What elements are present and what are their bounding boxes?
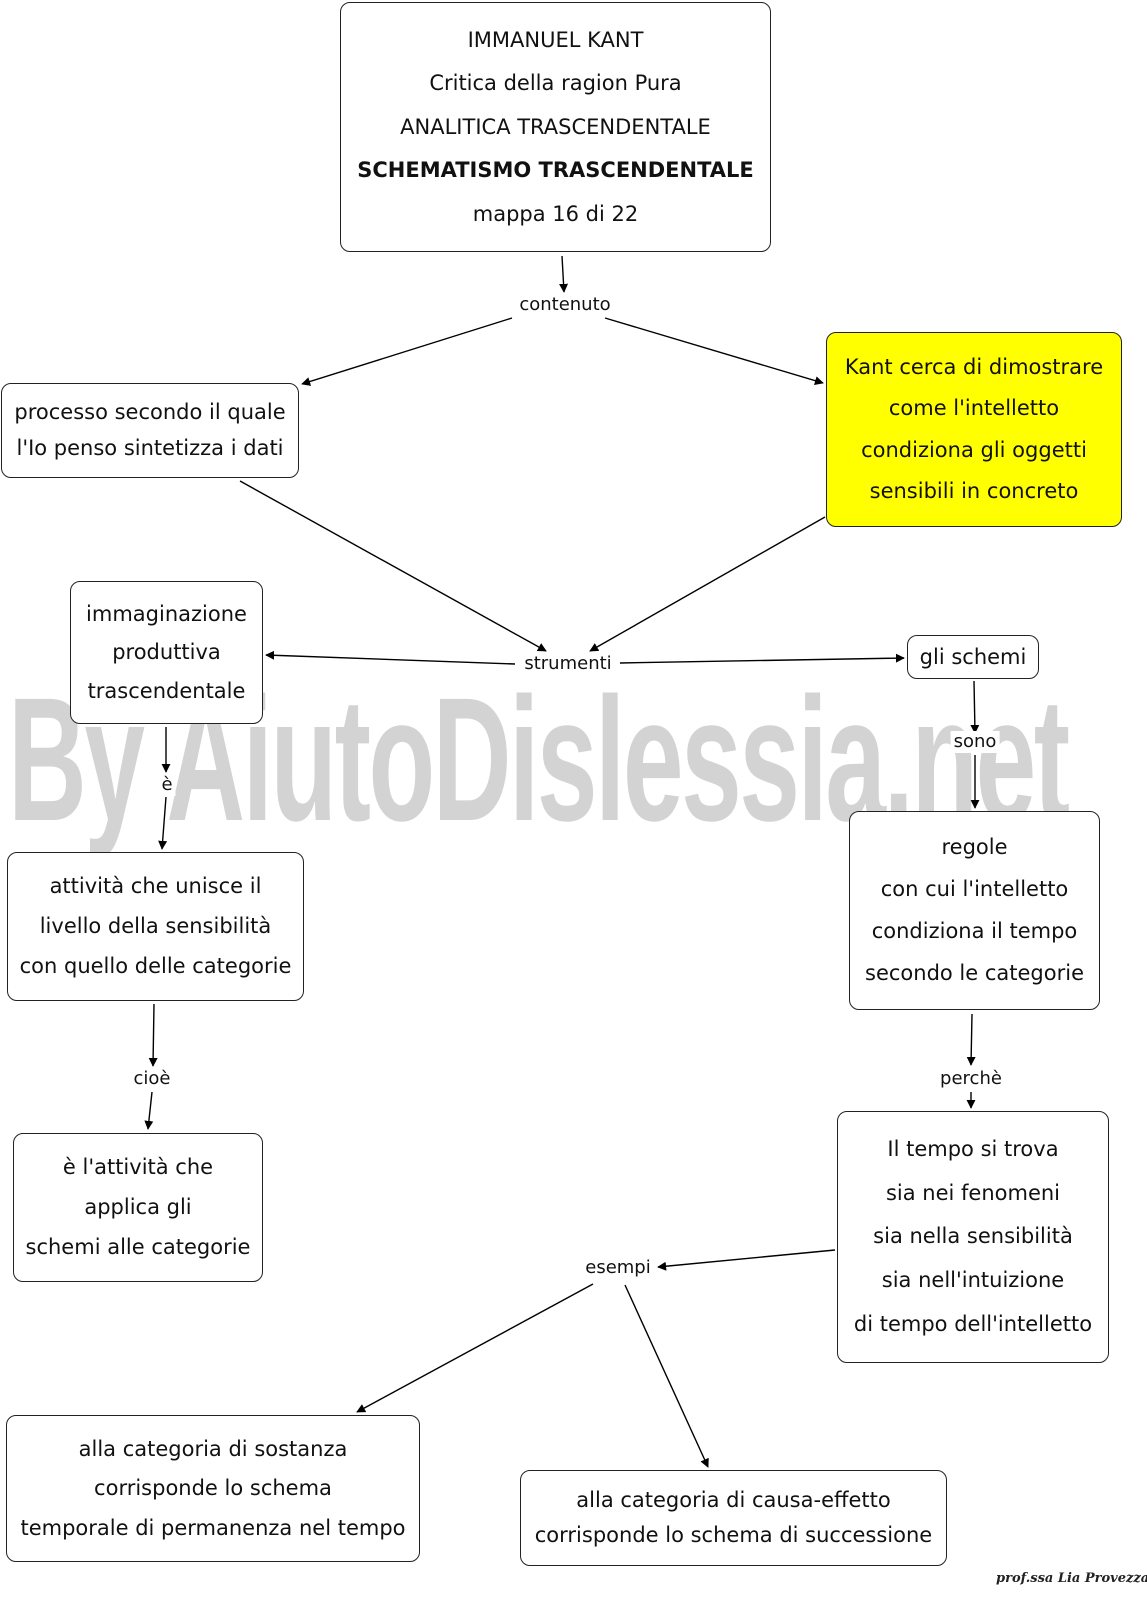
node-line: alla categoria di sostanza xyxy=(78,1436,348,1461)
author-signature: prof.ssa Lia Provezza xyxy=(996,1571,1147,1586)
node-line: sensibili in concreto xyxy=(869,478,1079,503)
node-line: corrisponde lo schema xyxy=(94,1476,332,1500)
node-line: livello della sensibilità xyxy=(39,914,272,938)
kant-node[interactable]: Kant cerca di dimostrare come l'intellet… xyxy=(826,332,1122,527)
title-line: Critica della ragion Pura xyxy=(429,71,682,95)
edge-contenuto-kant xyxy=(604,317,824,385)
node-line: con quello delle categorie xyxy=(19,954,292,978)
node-line: secondo le categorie xyxy=(865,961,1084,985)
edge-strumenti-immaginazione xyxy=(265,650,516,665)
schemi-node[interactable]: gli schemi xyxy=(907,635,1039,679)
edge-schemi-sono xyxy=(970,680,980,734)
edge-processo-strumenti xyxy=(239,480,547,652)
sostanza-node[interactable]: alla categoria di sostanza corrisponde l… xyxy=(6,1415,420,1562)
link-label-esempi: esempi xyxy=(582,1257,654,1279)
title-line-bold: SCHEMATISMO TRASCENDENTALE xyxy=(357,158,754,182)
node-line: l'Io penso sintetizza i dati xyxy=(16,435,284,460)
title-line: IMMANUEL KANT xyxy=(467,27,644,52)
node-line: sia nei fenomeni xyxy=(885,1180,1061,1205)
causa-node[interactable]: alla categoria di causa-effetto corrispo… xyxy=(520,1470,947,1566)
link-label-cioe: cioè xyxy=(130,1068,174,1090)
node-line: gli schemi xyxy=(919,644,1027,669)
applica-node[interactable]: è l'attività che applica gli schemi alle… xyxy=(13,1133,263,1282)
node-line: con cui l'intelletto xyxy=(880,877,1069,901)
edge-e-attivita xyxy=(158,796,168,850)
link-label-perche: perchè xyxy=(937,1068,1005,1090)
node-line: immaginazione xyxy=(86,601,247,626)
node-line: attività che unisce il xyxy=(49,874,262,898)
node-line: processo secondo il quale xyxy=(14,400,286,425)
edge-cioe-applica xyxy=(144,1091,154,1130)
edge-strumenti-schemi xyxy=(619,653,905,664)
node-line: regole xyxy=(941,835,1008,859)
node-line: schemi alle categorie xyxy=(25,1235,251,1259)
node-line: corrisponde lo schema di successione xyxy=(534,1523,933,1548)
edge-attivita-cioe xyxy=(148,1003,158,1067)
edge-regole-perche xyxy=(966,1013,976,1066)
node-line: è l'attività che xyxy=(62,1155,214,1179)
node-line: produttiva xyxy=(112,640,221,664)
node-line: applica gli xyxy=(84,1195,192,1219)
regole-node[interactable]: regole con cui l'intelletto condiziona i… xyxy=(849,811,1100,1010)
link-label-sono: sono xyxy=(950,731,1000,753)
tempo-node[interactable]: Il tempo si trova sia nei fenomeni sia n… xyxy=(837,1111,1109,1363)
edge-contenuto-processo xyxy=(301,317,513,386)
edge-kant-strumenti xyxy=(589,516,826,652)
attivita-node[interactable]: attività che unisce il livello della sen… xyxy=(7,852,304,1001)
title-line: ANALITICA TRASCENDENTALE xyxy=(400,114,711,139)
immaginazione-node[interactable]: immaginazione produttiva trascendentale xyxy=(70,581,263,724)
edge-tempo-esempi xyxy=(657,1249,836,1271)
node-line: trascendentale xyxy=(87,678,246,703)
node-line: temporale di permanenza nel tempo xyxy=(20,1515,406,1540)
node-line: sia nella sensibilità xyxy=(873,1224,1073,1249)
node-line: condiziona il tempo xyxy=(871,919,1078,943)
processo-node[interactable]: processo secondo il quale l'Io penso sin… xyxy=(1,383,299,478)
node-line: come l'intelletto xyxy=(888,396,1060,421)
edge-esempi-sostanza xyxy=(356,1283,594,1413)
node-line: Il tempo si trova xyxy=(887,1136,1059,1161)
node-line: Kant cerca di dimostrare xyxy=(844,355,1104,380)
node-line: condiziona gli oggetti xyxy=(861,437,1087,462)
node-line: di tempo dell'intelletto xyxy=(853,1312,1093,1337)
edge-title-contenuto xyxy=(559,255,569,293)
title-node[interactable]: IMMANUEL KANT Critica della ragion Pura … xyxy=(340,2,771,252)
node-line: sia nell'intuizione xyxy=(881,1268,1065,1293)
edge-esempi-causa xyxy=(624,1284,709,1468)
title-line: mappa 16 di 22 xyxy=(472,201,639,226)
node-line: alla categoria di causa-effetto xyxy=(576,1487,891,1512)
link-label-strumenti: strumenti xyxy=(521,653,615,675)
link-label-e: è xyxy=(158,774,176,796)
link-label-contenuto: contenuto xyxy=(516,294,614,316)
